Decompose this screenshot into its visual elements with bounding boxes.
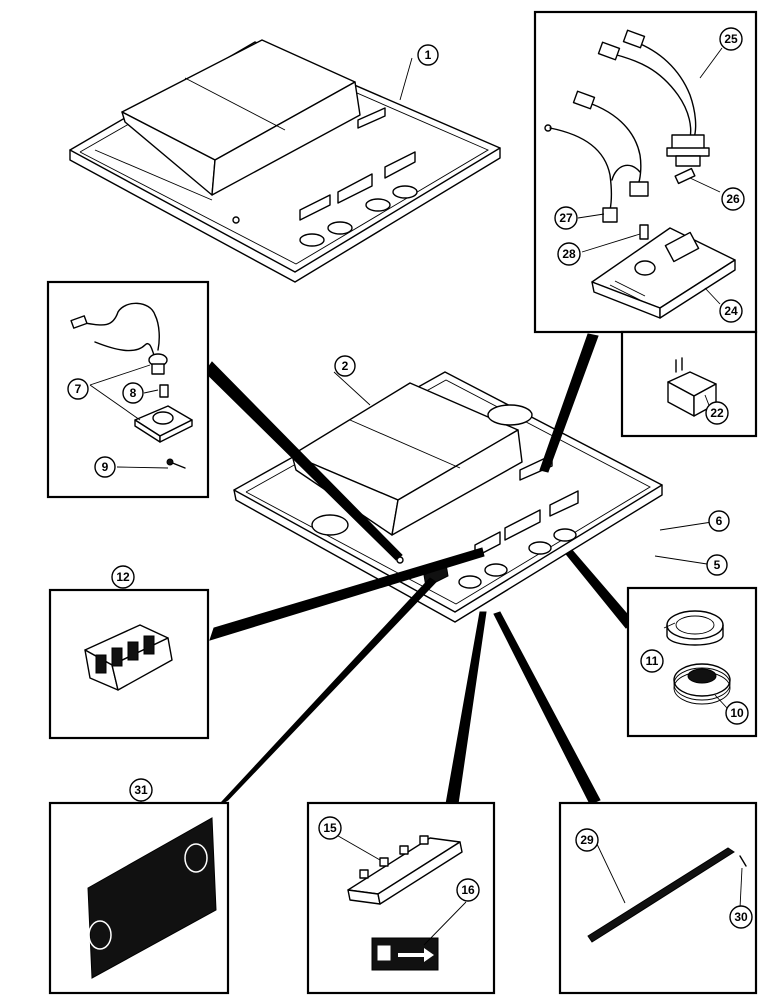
callout-6-label: 6	[716, 514, 723, 528]
callout-10-label: 10	[730, 706, 744, 720]
callout-7: 7	[67, 378, 89, 400]
callout-1: 1	[417, 44, 439, 66]
callout-16-label: 16	[461, 883, 475, 897]
callout-9: 9	[94, 456, 116, 478]
callout-10: 10	[725, 701, 749, 725]
callout-22-label: 22	[710, 406, 724, 420]
callout-1-label: 1	[425, 48, 432, 62]
inset-switch-block	[48, 588, 210, 740]
leader-wedges	[204, 333, 635, 807]
callouts: 1 2 5 6 7 8 9 10	[67, 27, 753, 946]
callout-24-label: 24	[724, 304, 738, 318]
callout-28: 28	[557, 242, 581, 266]
callout-11: 11	[640, 649, 664, 673]
callout-2-label: 2	[342, 359, 349, 373]
callout-22: 22	[705, 401, 729, 425]
callout-16: 16	[456, 878, 480, 902]
top-panel-assembly-upper	[69, 39, 501, 283]
callout-28-label: 28	[562, 247, 576, 261]
callout-25: 25	[719, 27, 743, 51]
callout-25-label: 25	[724, 32, 738, 46]
callout-8: 8	[122, 382, 144, 404]
callout-29: 29	[575, 828, 599, 852]
callout-2: 2	[334, 355, 356, 377]
callout-12: 12	[111, 565, 135, 589]
callout-30: 30	[729, 905, 753, 929]
callout-30-label: 30	[734, 910, 748, 924]
inset-relay	[620, 330, 758, 438]
callout-15-label: 15	[323, 821, 337, 835]
inset-grommets	[626, 586, 758, 738]
callout-5-label: 5	[714, 558, 721, 572]
inset-cover-plate	[48, 801, 230, 995]
callout-27: 27	[554, 206, 578, 230]
callout-31: 31	[129, 778, 153, 802]
callout-12-label: 12	[116, 570, 130, 584]
callout-29-label: 29	[580, 833, 594, 847]
callout-7-label: 7	[75, 382, 82, 396]
callout-26: 26	[721, 187, 745, 211]
callout-5: 5	[706, 554, 728, 576]
callout-6: 6	[708, 510, 730, 532]
callout-15: 15	[318, 816, 342, 840]
inset-wiring-harness	[533, 10, 758, 334]
callout-8-label: 8	[130, 386, 137, 400]
callout-31-label: 31	[134, 783, 148, 797]
callout-11-label: 11	[646, 654, 659, 668]
callout-9-label: 9	[102, 460, 109, 474]
callout-24: 24	[719, 299, 743, 323]
callout-26-label: 26	[726, 192, 740, 206]
inset-lamp-socket	[46, 280, 210, 499]
callout-27-label: 27	[559, 211, 573, 225]
